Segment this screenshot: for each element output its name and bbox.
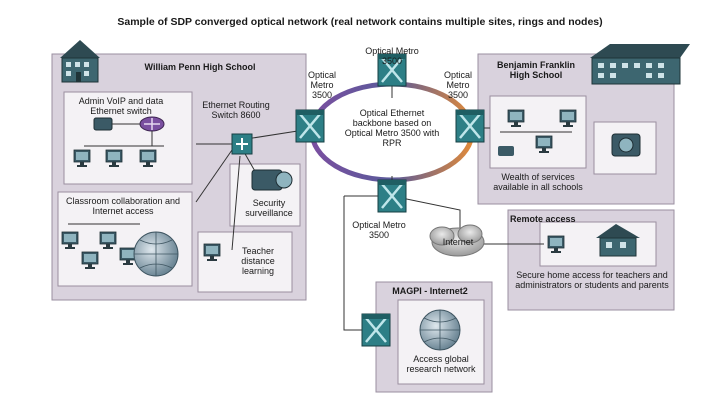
remote-access-title: Remote access [510,214,576,224]
penn-security-label: Security surveillance [245,198,293,218]
routing-switch-icon [231,133,253,155]
franklin-school-name: Benjamin Franklin High School [496,60,576,80]
magpi-desc: Access global research network [406,354,476,374]
internet-label: Internet [442,237,474,247]
penn-school-name: William Penn High School [144,62,256,72]
penn-teacher-label: Teacher distance learning [241,246,275,276]
classroom-devices [61,223,179,277]
om-node-bottom [376,178,408,214]
om-label-bottom: Optical Metro 3500 [352,220,406,240]
penn-admin-box [63,91,193,185]
om-label-top: Optical Metro 3500 [365,46,419,66]
internet-cloud-icon [429,224,485,257]
backbone-label: Optical Ethernet backbone based on Optic… [344,108,440,148]
security-camera-icon [251,169,293,191]
franklin-services-label: Wealth of services available in all scho… [493,172,583,192]
remote-devices [547,224,640,257]
penn-router-label: Ethernet Routing Switch 8600 [202,100,270,120]
magpi-title: MAGPI - Internet2 [392,286,468,296]
om-node-left [294,108,326,144]
om-node-right [454,108,486,144]
franklin-devices [498,109,641,157]
diagram-title: Sample of SDP converged optical network … [117,16,603,28]
om-label-right: Optical Metro 3500 [443,70,472,100]
penn-admin-label: Admin VoIP and data Ethernet switch [78,96,164,116]
penn-classroom-label: Classroom collaboration and Internet acc… [65,196,181,216]
franklin-building-icon [590,44,690,85]
penn-building-icon [60,40,100,83]
admin-devices [73,116,165,168]
om-node-magpi [360,312,392,348]
om-label-left: Optical Metro 3500 [307,70,336,100]
remote-access-desc: Secure home access for teachers and admi… [515,270,669,290]
penn-teacher-box [197,231,293,293]
magpi-globe-icon [419,309,461,351]
